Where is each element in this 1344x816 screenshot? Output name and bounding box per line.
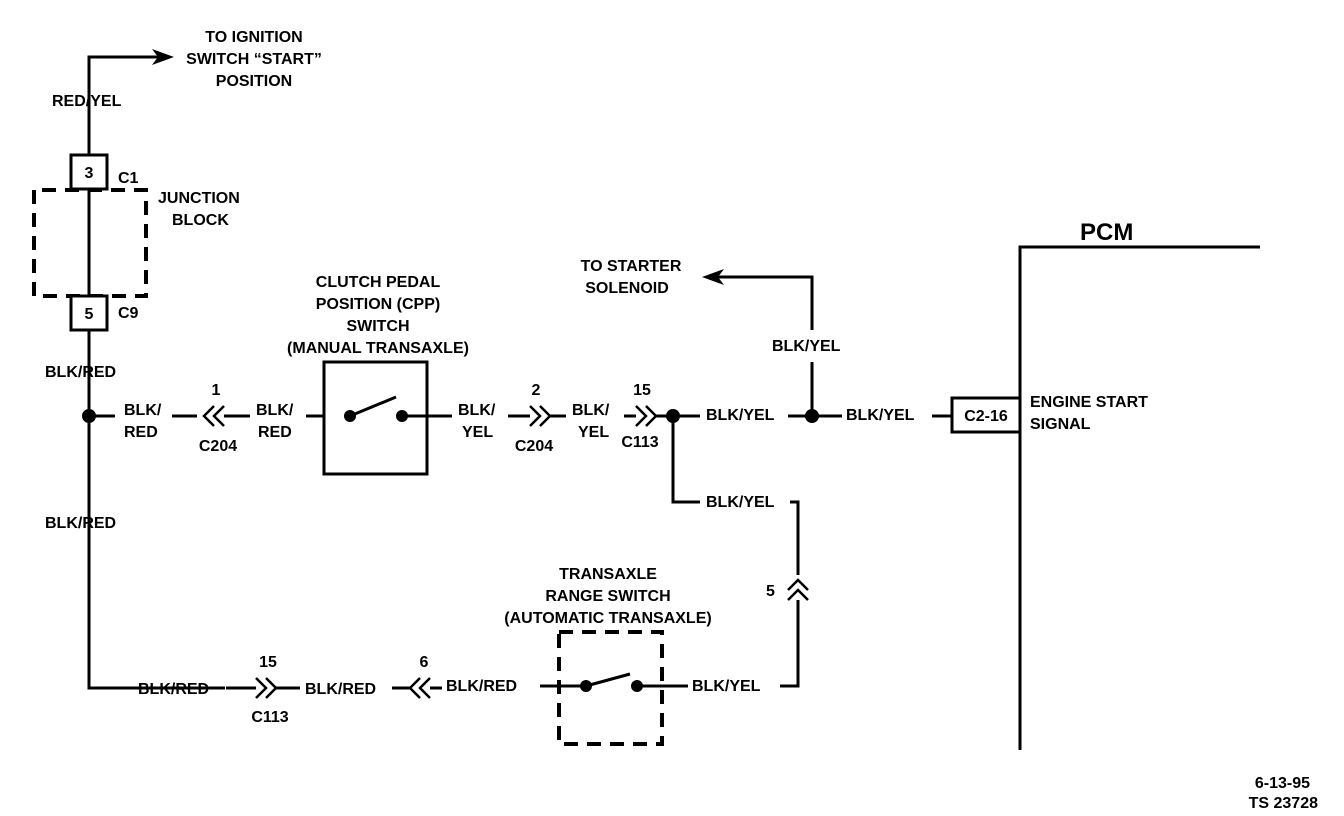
wire-blk-yel-mid1-label: BLK/YEL [706,407,775,424]
pin-c1-box [69,153,109,191]
wire-blk-red-split1-line1: BLK/ [124,402,162,419]
range-switch-line2: RANGE SWITCH [545,588,670,605]
conn-c9-label: C9 [118,305,139,322]
c113-connector-bottom [255,677,278,699]
range-switch-line1: TRANSAXLE [559,566,657,583]
wire-blk-yel-split2-line1: BLK/ [572,402,610,419]
wire-blk-yel-bottom-label: BLK/YEL [692,678,761,695]
bottom-pin-6: 6 [420,654,429,671]
cpp-switch-line2: POSITION (CPP) [316,296,440,313]
range-switch-blade [585,672,631,688]
wire-blk-red-left-vertical [87,330,225,690]
wire-blk-yel-split1-line1: BLK/ [458,402,496,419]
wire-blk-yel-branch [671,416,700,504]
wire-blk-red-split2-line1: BLK/ [256,402,294,419]
c113-label-bottom: C113 [251,709,288,726]
pcm-label: PCM [1080,219,1133,246]
pcm-connector-box [950,396,1022,434]
wire-blk-red-split1-line2: RED [124,424,158,441]
pin-c9-box [69,294,109,332]
c113-connector-top [635,405,658,427]
wire-blk-yel-branch-label: BLK/YEL [706,494,775,511]
arrow-to-starter [702,269,724,285]
wire-blk-red-bottom3-label: BLK/RED [446,678,517,695]
c113-pin-15-top: 15 [633,382,651,399]
arrow-to-ignition [152,49,174,65]
c204-pin-2: 2 [532,382,541,399]
footer-date: 6-13-95 [1255,775,1310,792]
pcm-connector-label: C2-16 [964,408,1008,425]
starter-note-line1: TO STARTER [581,258,682,275]
c204-connector-2 [529,405,552,427]
wire-blk-red-bottom2-label: BLK/RED [305,681,376,698]
c204-connector-1 [202,405,225,427]
cpp-switch-line3: SWITCH [346,318,409,335]
engine-start-signal-line1: ENGINE START [1030,394,1148,411]
wire-blk-yel-starter-label: BLK/YEL [772,338,841,355]
c204-pin-1: 1 [212,382,221,399]
range-pin-5: 5 [766,583,775,600]
wire-blk-yel-split1-line2: YEL [462,424,493,441]
junction-block-outline [32,188,148,298]
ignition-note-line1: TO IGNITION [205,29,302,46]
bottom-connector-6 [408,677,431,699]
cpp-switch-line4: (MANUAL TRANSAXLE) [287,340,469,357]
junction-block-line2: BLOCK [172,212,229,229]
wire-range-right-vertical [780,600,800,688]
wire-blk-yel-mid2-label: BLK/YEL [846,407,915,424]
ignition-note-line3: POSITION [216,73,292,90]
cpp-switch-line1: CLUTCH PEDAL [316,274,441,291]
wire-blk-red-upper-label: BLK/RED [45,364,116,381]
range-switch-outline [557,630,664,746]
starter-note-line2: SOLENOID [585,280,669,297]
wire-blk-red-split2-line2: RED [258,424,292,441]
pcm-boundary [1018,245,1260,750]
pin-c1: 3 [85,165,94,182]
range-switch-line3: (AUTOMATIC TRANSAXLE) [504,610,711,627]
c113-label-top: C113 [621,434,658,451]
wire-red-yel-label: RED/YEL [52,93,122,110]
cpp-switch-box [322,360,429,476]
wire-blk-yel-split2-line2: YEL [578,424,609,441]
c204-label-2: C204 [515,438,553,455]
wire-blk-red-bottom1-label: BLK/RED [138,681,209,698]
wire-blk-yel-starter [716,275,814,416]
range-connector-5 [787,578,809,601]
c204-label-1: C204 [199,438,237,455]
wire-red-yel [87,55,160,155]
footer-id: TS 23728 [1249,795,1318,812]
conn-c1-label: C1 [118,170,139,187]
wire-branch-right [790,500,800,575]
pin-c9: 5 [85,306,94,323]
ignition-note-line2: SWITCH “START” [186,51,322,68]
wire-blk-red-lower-label: BLK/RED [45,515,116,532]
junction-block-line1: JUNCTION [158,190,240,207]
engine-start-signal-line2: SIGNAL [1030,416,1091,433]
c113-pin-15-bottom: 15 [259,654,277,671]
cpp-switch-blade [349,395,397,418]
